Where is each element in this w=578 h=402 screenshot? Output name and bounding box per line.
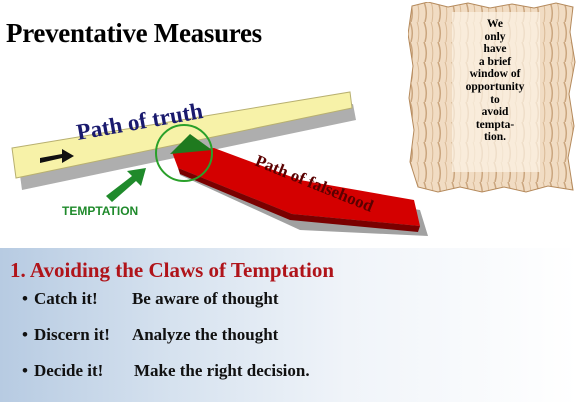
- bullet-item: • Decide it! Make the right decision.: [22, 361, 310, 381]
- note-card: [408, 2, 576, 193]
- bullet-desc: Be aware of thought: [131, 289, 279, 308]
- temptation-label: TEMPTATION: [62, 204, 138, 218]
- direction-arrow-icon: [40, 149, 74, 163]
- bullet-dot-icon: •: [22, 289, 28, 308]
- bottom-panel: [0, 248, 578, 402]
- bullet-item: • Catch it! Be aware of thought: [22, 289, 279, 309]
- fork-highlight-circle: [155, 124, 213, 182]
- bullet-desc: Analyze the thought: [131, 325, 279, 344]
- bullet-item: • Discern it! Analyze the thought: [22, 325, 278, 345]
- falsehood-path: [172, 148, 420, 226]
- page-title: Preventative Measures: [6, 18, 262, 48]
- note-text: We only have a brief window of opportuni…: [465, 18, 525, 144]
- bullet-dot-icon: •: [22, 325, 28, 344]
- temptation-arrow-icon: [106, 168, 146, 202]
- bullet-verb: Discern it!: [33, 325, 110, 344]
- section-heading: 1. Avoiding the Claws of Temptation: [10, 258, 334, 282]
- truth-path: [11, 91, 353, 179]
- bullet-desc: Make the right decision.: [133, 361, 310, 380]
- bullet-verb: Decide it!: [33, 361, 104, 380]
- bullet-verb: Catch it!: [33, 289, 98, 308]
- fork-wedge: [170, 134, 212, 154]
- bullet-dot-icon: •: [22, 361, 28, 380]
